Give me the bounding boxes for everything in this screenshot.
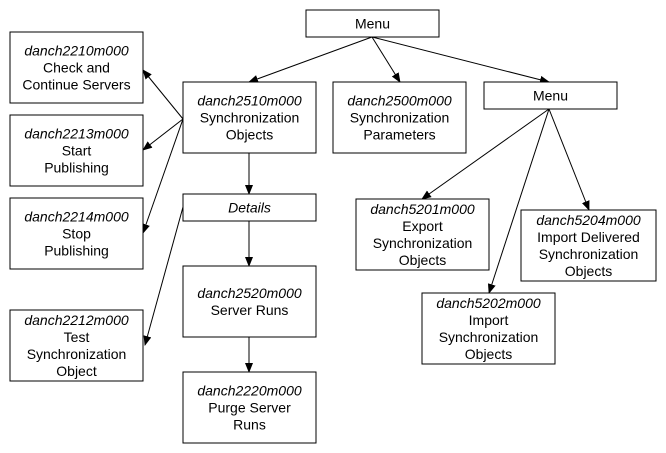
node-box (182, 193, 317, 222)
node-code-label: danch2500m000 (347, 92, 452, 108)
node-box (332, 81, 467, 154)
node-code-label: danch5202m000 (436, 295, 541, 311)
node-label: Runs (233, 416, 266, 432)
node-label: Objects (399, 252, 446, 268)
node-code-label: danch2520m000 (197, 285, 302, 301)
node-label: Objects (565, 263, 612, 279)
node-code-label: danch2510m000 (197, 92, 302, 108)
node-code-label: danch2212m000 (24, 312, 129, 328)
node-box (9, 114, 144, 187)
node-box (483, 81, 618, 110)
node-box (182, 265, 317, 338)
node-box (9, 197, 144, 270)
node-label: Menu (355, 15, 390, 31)
node-box (520, 209, 657, 282)
node-label: Start (62, 142, 92, 158)
arrow-menu_top-to-menu_right (371, 36, 550, 84)
node-label: Test (64, 329, 90, 345)
node-label: Parameters (363, 126, 435, 142)
node-label: Check and (43, 59, 110, 75)
node-label: Synchronization (200, 109, 300, 125)
node-code-label: danch2213m000 (24, 125, 129, 141)
node-box (9, 31, 144, 104)
node-box (421, 292, 556, 365)
node-label: Purge Server (208, 399, 291, 415)
node-label: Objects (465, 346, 512, 362)
node-label: Synchronization (350, 109, 450, 125)
node-label: Synchronization (539, 246, 639, 262)
node-box (355, 198, 490, 271)
node-label: Synchronization (373, 235, 473, 251)
node-label: Import (469, 312, 509, 328)
arrow-n2510-to-n2213 (142, 118, 184, 151)
arrow-n2510-to-n2210 (142, 69, 184, 120)
arrow-menu_right-to-n5202 (487, 108, 550, 294)
node-code-label: danch5204m000 (536, 212, 641, 228)
node-label: Continue Servers (22, 76, 130, 92)
node-box (305, 9, 440, 38)
arrow-menu_right-to-n5204 (548, 108, 590, 211)
node-label: Synchronization (439, 329, 539, 345)
node-details: Details (182, 193, 317, 222)
arrow-menu_right-to-n5201 (421, 108, 550, 200)
node-label: Import Delivered (537, 229, 640, 245)
node-box (182, 371, 317, 444)
node-code-label: danch2210m000 (24, 42, 129, 58)
arrow-details-to-n2212 (143, 206, 184, 346)
node-box (9, 309, 144, 382)
node-n5201: danch5201m000ExportSynchronizationObject… (355, 198, 490, 271)
node-n5202: danch5202m000ImportSynchronizationObject… (421, 292, 556, 365)
node-label: Server Runs (211, 302, 289, 318)
arrow-menu_top-to-n2510 (248, 36, 373, 83)
node-label: Publishing (44, 159, 109, 175)
node-label: Menu (533, 87, 568, 103)
arrow-n2510-to-n2214 (142, 118, 184, 234)
node-label: Synchronization (27, 346, 127, 362)
arrow-menu_top-to-n2500 (371, 36, 401, 83)
node-menu-top: Menu (305, 9, 440, 38)
node-code-label: danch2214m000 (24, 208, 129, 224)
node-code-label: Details (228, 199, 271, 215)
node-label: Stop (62, 225, 91, 241)
node-menu-right: Menu (483, 81, 618, 110)
node-label: Object (56, 363, 97, 379)
node-label: Export (402, 218, 443, 234)
box-layer: Menudanch2510m000SynchronizationObjectsd… (9, 9, 657, 444)
node-code-label: danch5201m000 (370, 201, 475, 217)
node-label: Publishing (44, 242, 109, 258)
connector-layer (142, 36, 590, 373)
node-code-label: danch2220m000 (197, 382, 302, 398)
node-label: Objects (226, 126, 273, 142)
node-box (182, 81, 317, 154)
